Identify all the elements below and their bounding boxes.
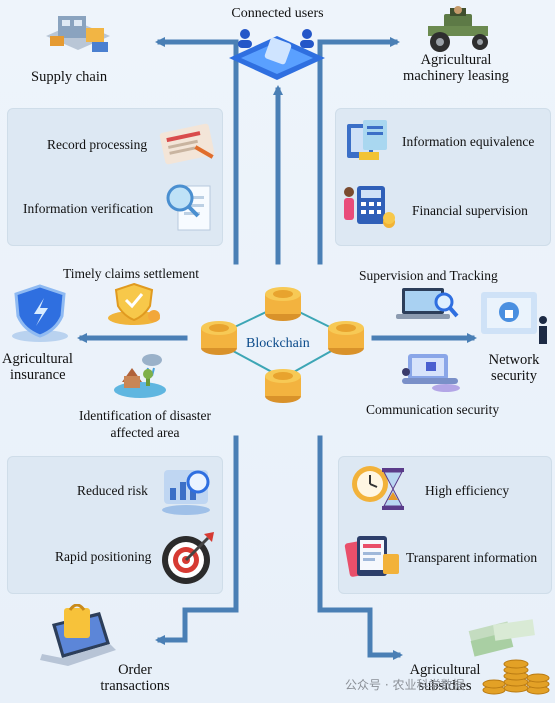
communication-security-icon [398,348,464,399]
coin-stack-icon-right [325,318,367,363]
node-machinery-l1: Agricultural [420,52,492,68]
magnifier-doc-icon [160,178,214,239]
reduced-risk-icon [158,460,216,521]
label-information-equivalence: Information equivalence [402,134,535,149]
coin-stack-icon-top [262,284,304,329]
label-record-processing: Record processing [47,137,148,152]
node-network-l1: Network [488,352,540,368]
node-subsidies-l2: subsidies [418,678,472,694]
shield-coin-icon [104,280,166,331]
node-insurance-l2: insurance [10,367,66,383]
connected-users-icon [225,26,330,91]
arrow-to-order [155,435,239,645]
label-reduced-risk: Reduced risk [77,483,148,498]
tractor-icon [420,6,500,59]
label-disaster-l2: affected area [110,425,180,440]
node-machinery-l2: machinery leasing [403,68,509,84]
label-disaster-l1: Identification of disaster [79,408,211,423]
label-communication-security: Communication security [366,402,500,417]
arrow-to-supply-chain [155,37,239,265]
order-laptop-icon [38,603,120,675]
label-transparent-information: Transparent information [406,550,538,565]
hourglass-clock-icon [348,460,410,523]
transparent-info-icon [343,530,403,587]
node-connected-users: Connected users [231,6,324,21]
coin-stack-icon-bottom [262,366,304,411]
info-equivalence-icon [341,116,391,171]
laptop-search-icon [396,284,460,331]
node-supply-chain: Supply chain [31,69,108,85]
node-subsidies-l1: Agricultural [409,662,481,678]
disaster-area-icon [112,352,170,403]
insurance-shield-icon [6,284,76,349]
money-coins-icon [464,618,552,703]
node-insurance-l1: Agricultural [2,351,73,367]
node-network-l2: security [491,368,537,384]
label-financial-supervision: Financial supervision [412,203,528,218]
label-timely-claims: Timely claims settlement [63,266,199,281]
arrow-to-machinery [317,37,400,265]
coin-stack-icon-left [198,318,240,363]
blockchain-label: Blockchain [246,336,310,351]
label-rapid-positioning: Rapid positioning [55,549,152,564]
network-security-icon [475,286,553,353]
target-icon [160,530,216,591]
node-order-l2: transactions [100,678,170,694]
label-information-verification: Information verification [23,201,154,216]
financial-supervision-icon [339,178,401,239]
supply-chain-icon [36,6,118,71]
node-order-l1: Order [118,662,152,678]
watermark: 公众号 · 农业科学数据 [345,678,465,692]
label-supervision-tracking: Supervision and Tracking [359,268,498,283]
clipboard-icon [154,122,218,171]
label-high-efficiency: High efficiency [425,483,510,498]
arrow-to-subsidies [317,435,403,660]
